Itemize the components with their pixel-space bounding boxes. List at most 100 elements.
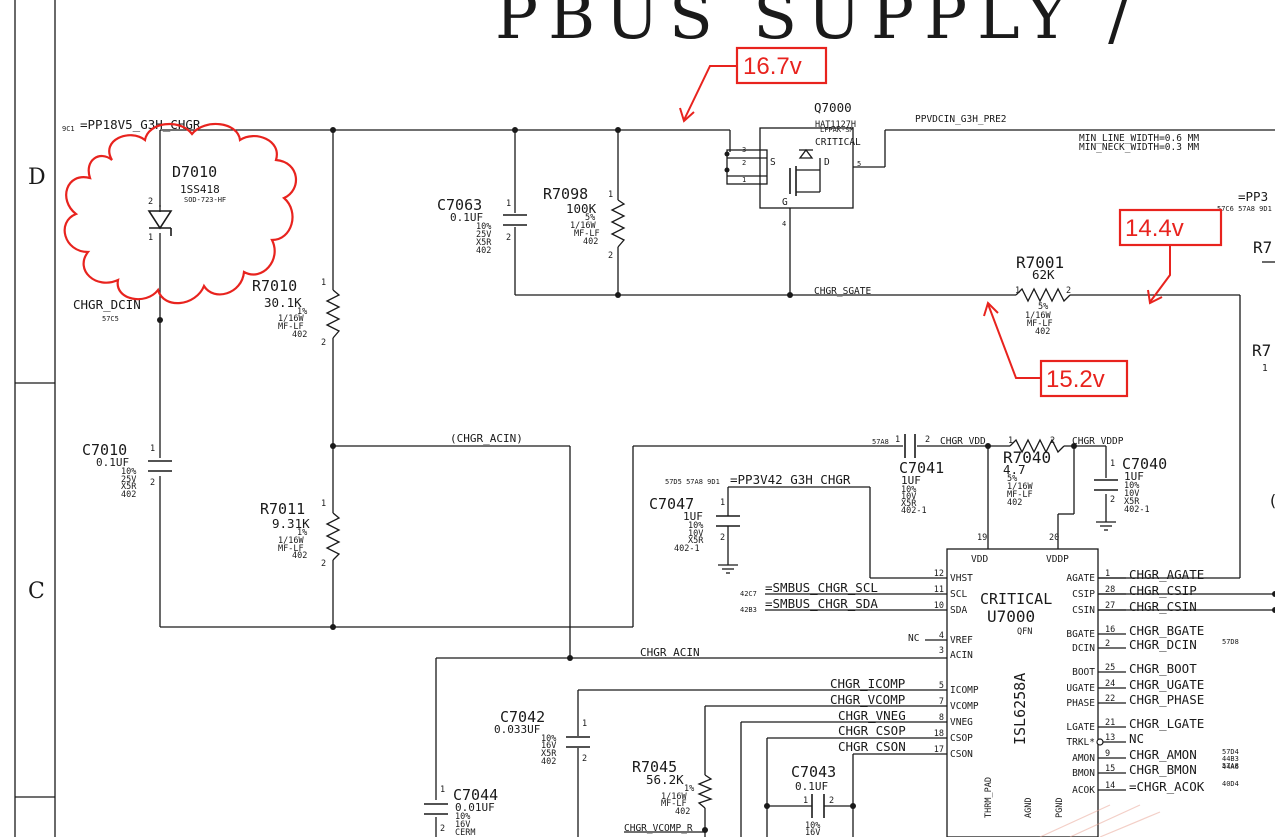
- resistor-r7011: 1 2 R7011 9.31K 1% 1/16W MF-LF 402: [260, 499, 341, 569]
- svg-text:15.2v: 15.2v: [1046, 366, 1105, 393]
- svg-text:THRM_PAD: THRM_PAD: [984, 777, 994, 818]
- ic-pin-name: VCOMP: [950, 701, 979, 712]
- svg-text:1UF: 1UF: [1124, 470, 1144, 483]
- svg-text:2: 2: [608, 251, 613, 261]
- svg-text:1: 1: [720, 498, 725, 508]
- svg-text:MF-LF: MF-LF: [278, 544, 304, 554]
- ic-u7000: VDD VDDP 19 20 CRITICAL U7000 QFN ISL625…: [934, 533, 1239, 837]
- ic-pin-name: PHASE: [1066, 698, 1095, 709]
- capacitor-c7044: 1 2 C7044 0.01UF 10% 16V CERM: [424, 785, 498, 837]
- svg-text:402-1: 402-1: [901, 506, 927, 516]
- voltage-annotation-14v4: 14.4v: [1118, 208, 1223, 305]
- svg-text:2: 2: [440, 824, 445, 834]
- junctions: [157, 127, 1275, 833]
- ic-pin-num: 2: [1105, 639, 1110, 649]
- ic-pin-num: 7: [939, 697, 944, 707]
- svg-text:MF-LF: MF-LF: [661, 799, 687, 809]
- ic-pin-name: AGATE: [1066, 573, 1095, 584]
- svg-text:S: S: [770, 157, 776, 168]
- svg-text:10%: 10%: [541, 734, 556, 744]
- svg-text:25V: 25V: [476, 230, 491, 240]
- svg-text:0.1UF: 0.1UF: [96, 456, 129, 469]
- svg-text:MF-LF: MF-LF: [574, 229, 600, 239]
- ic-pin-name: AMON: [1072, 753, 1095, 764]
- svg-text:2: 2: [1050, 436, 1055, 446]
- voltage-annotation-16v7: 16.7v: [679, 46, 828, 123]
- svg-text:G: G: [782, 197, 788, 208]
- net-chgr-csop: CHGR_CSOP: [838, 723, 906, 738]
- svg-text:1%: 1%: [297, 307, 307, 317]
- ic-pin-num: 27: [1105, 601, 1115, 611]
- svg-text:42C7: 42C7: [740, 590, 757, 598]
- ic-pin-num: 24: [1105, 679, 1115, 689]
- ic-pin-num: 21: [1105, 718, 1115, 728]
- svg-text:57D5 57A8 9D1: 57D5 57A8 9D1: [665, 478, 720, 486]
- svg-text:1%: 1%: [684, 784, 694, 794]
- net-chgr-acin-top: (CHGR_ACIN): [450, 432, 523, 445]
- svg-text:1/16W: 1/16W: [278, 314, 304, 324]
- svg-text:30.1K: 30.1K: [264, 295, 302, 310]
- svg-text:1: 1: [506, 199, 511, 209]
- svg-text:AGND: AGND: [1024, 798, 1034, 818]
- svg-text:X5R: X5R: [121, 482, 137, 492]
- svg-text:402: 402: [292, 551, 307, 561]
- svg-text:R7011: R7011: [260, 500, 305, 518]
- watermark-lines: [1039, 804, 1161, 837]
- ic-pin-name: CSIP: [1072, 589, 1095, 600]
- highlight-cloud: [63, 122, 298, 305]
- svg-text:10%: 10%: [1124, 481, 1139, 491]
- svg-text:CRITICAL: CRITICAL: [980, 590, 1052, 608]
- svg-text:57A8: 57A8: [872, 438, 889, 446]
- svg-text:2: 2: [506, 233, 511, 243]
- svg-text:C7042: C7042: [500, 708, 545, 726]
- svg-text:402: 402: [476, 246, 491, 256]
- svg-text:10%: 10%: [805, 821, 820, 831]
- ic-pin-name: VHST: [950, 573, 973, 584]
- ic-pin-num: 10: [934, 601, 944, 611]
- svg-text:42B3: 42B3: [740, 606, 757, 614]
- ic-pin-num: 4: [939, 631, 944, 641]
- ic-pin-name: BGATE: [1066, 629, 1095, 640]
- svg-text:C7041: C7041: [899, 459, 944, 477]
- svg-text:ISL6258A: ISL6258A: [1011, 673, 1029, 745]
- svg-text:2: 2: [1066, 286, 1071, 296]
- svg-text:MF-LF: MF-LF: [1007, 490, 1033, 500]
- svg-text:C7043: C7043: [791, 763, 836, 781]
- ic-pin-name: VREF: [950, 635, 973, 646]
- svg-text:2: 2: [150, 478, 155, 488]
- svg-text:C7044: C7044: [453, 786, 498, 804]
- mosfet-q7000: 3 2 1 S D G 5 4 Q7000 HAT1127H LFPAK-SM …: [724, 100, 861, 228]
- voltage-annotation-15v2: 15.2v: [983, 301, 1129, 398]
- svg-text:9C1: 9C1: [62, 125, 75, 133]
- svg-text:3: 3: [742, 146, 746, 154]
- ic-pin-name: CSOP: [950, 733, 973, 744]
- ic-pin-net: CHGR_AMON: [1129, 747, 1197, 762]
- capacitor-c7010: 1 2 C7010 0.1UF 10% 25V X5R 402: [82, 441, 172, 500]
- svg-text:1: 1: [1110, 459, 1115, 469]
- svg-text:402-1: 402-1: [1124, 505, 1150, 515]
- svg-text:2: 2: [742, 159, 746, 167]
- svg-text:1SS418: 1SS418: [180, 183, 220, 196]
- svg-text:2: 2: [925, 435, 930, 445]
- ic-pin-net: =CHGR_ACOK: [1129, 779, 1205, 794]
- svg-text:9.31K: 9.31K: [272, 516, 310, 531]
- svg-text:1: 1: [582, 719, 587, 729]
- svg-text:QFN: QFN: [1017, 627, 1032, 637]
- svg-text:2: 2: [829, 796, 834, 806]
- svg-text:Q7000: Q7000: [814, 100, 852, 115]
- svg-text:CERM: CERM: [455, 828, 475, 837]
- ic-pin-name: SCL: [950, 589, 967, 600]
- ic-pin-num: 14: [1105, 781, 1115, 791]
- svg-text:X5R: X5R: [901, 499, 917, 509]
- net-chgr-vcomp: CHGR_VCOMP: [830, 692, 905, 707]
- ic-pin-ref: 57D4: [1222, 748, 1239, 756]
- svg-text:R7: R7: [1253, 238, 1272, 257]
- svg-text:402-1: 402-1: [674, 544, 700, 554]
- ic-pin-num: 15: [1105, 764, 1115, 774]
- ic-pin-num: 17: [934, 745, 944, 755]
- net-chgr-vneg: CHGR_VNEG: [838, 708, 906, 723]
- net-chgr-cson: CHGR_CSON: [838, 739, 906, 754]
- svg-text:0.1UF: 0.1UF: [450, 211, 483, 224]
